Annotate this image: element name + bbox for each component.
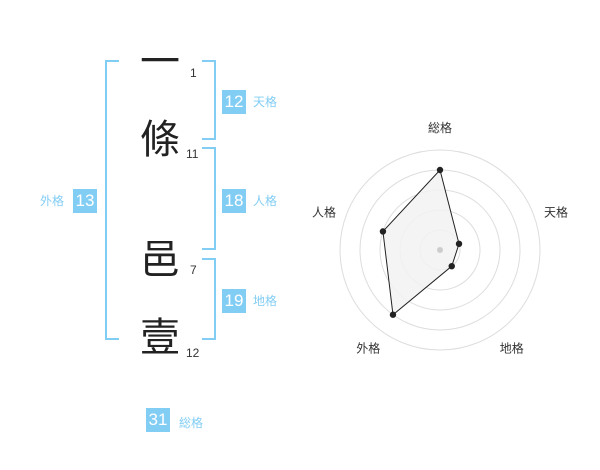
stroke-count-4: 12: [186, 346, 200, 360]
radar-grid-ring: [339, 149, 541, 351]
radar-axis-label-5: 人格: [312, 204, 336, 219]
stroke-count-3: 7: [190, 263, 197, 277]
radar-point-3: [448, 262, 455, 270]
chikaku-value-badge: 19: [222, 289, 246, 313]
radar-axis-label-3: 地格: [500, 341, 524, 356]
gaikaku-label: 外格: [40, 194, 65, 208]
tenkaku-value-badge: 12: [222, 90, 246, 114]
chikaku-bracket: [202, 258, 216, 340]
radar-point-5: [379, 228, 387, 235]
radar-point-4: [389, 311, 397, 318]
stroke-count-1: 1: [190, 66, 197, 80]
tenkaku-bracket: [202, 60, 216, 140]
chikaku-label: 地格: [253, 294, 278, 308]
stroke-count-2: 11: [186, 147, 199, 161]
jinkaku-bracket: [202, 147, 216, 250]
radar-axis-label-4: 外格: [356, 341, 380, 356]
tenkaku-label: 天格: [253, 95, 278, 109]
jinkaku-label: 人格: [253, 194, 278, 208]
gaikaku-value-badge: 13: [73, 189, 97, 213]
radar-point-2: [455, 240, 463, 248]
name-char-1: 一: [140, 39, 180, 85]
soukaku-label: 総格: [179, 416, 204, 430]
radar-axis-label-1: 総格: [428, 120, 452, 135]
soukaku-value-badge: 31: [146, 408, 170, 432]
name-char-4: 壹: [140, 315, 180, 361]
radar-point-1: [436, 166, 444, 174]
radar-axis-label-2: 天格: [544, 204, 568, 219]
name-char-2: 條: [140, 117, 180, 163]
jinkaku-value-badge: 18: [222, 189, 246, 213]
gaikaku-bracket: [105, 60, 119, 340]
radar-area: [382, 168, 460, 316]
name-char-3: 邑: [140, 237, 180, 283]
radar-center-dot: [437, 247, 443, 253]
